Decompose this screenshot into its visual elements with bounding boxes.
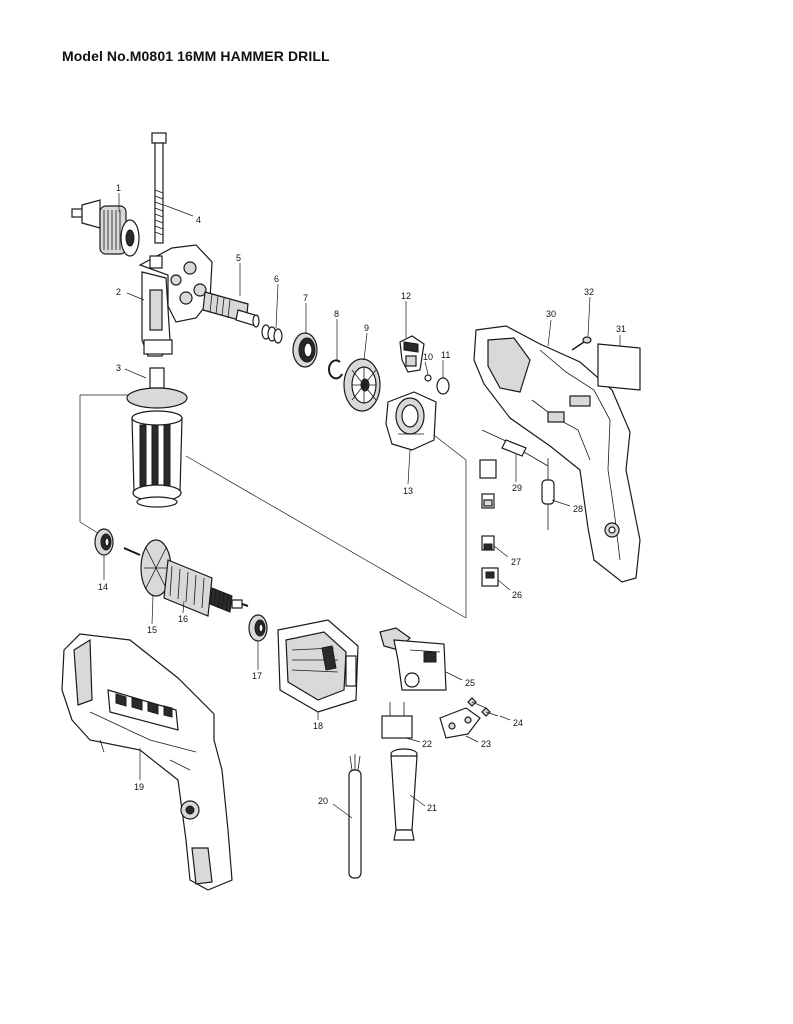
label-31: 31 <box>616 324 626 334</box>
part-2-handle-clamp <box>138 244 213 357</box>
part-17-bearing <box>248 614 268 642</box>
label-30: 30 <box>546 309 556 319</box>
page-title: Model No.M0801 16MM HAMMER DRILL <box>62 48 330 64</box>
label-3: 3 <box>116 363 121 373</box>
part-21-cord-guard <box>390 748 418 841</box>
part-8-retaining-ring <box>328 359 343 380</box>
label-32: 32 <box>584 287 594 297</box>
part-20-cord <box>348 754 362 879</box>
label-21: 21 <box>427 803 437 813</box>
part-31-name-plate <box>597 343 641 391</box>
part-22-noise-suppressor <box>381 702 413 739</box>
part-18-field <box>277 619 359 713</box>
label-26: 26 <box>512 590 522 600</box>
part-7-bearing <box>292 332 318 368</box>
label-6: 6 <box>274 274 279 284</box>
part-4-bolt <box>151 132 167 244</box>
label-18: 18 <box>313 721 323 731</box>
label-8: 8 <box>334 309 339 319</box>
label-29: 29 <box>512 483 522 493</box>
part-12-change-lever <box>399 335 425 373</box>
part-10-steel-ball <box>424 374 432 382</box>
part-24-screws <box>467 697 499 717</box>
part-19-housing-set <box>61 633 233 891</box>
label-9: 9 <box>364 323 369 333</box>
part-13-bearing-box <box>385 391 437 451</box>
label-28: 28 <box>573 504 583 514</box>
label-15: 15 <box>147 625 157 635</box>
part-16-armature <box>123 539 249 617</box>
part-26-brush-holder <box>481 567 499 587</box>
part-25-switch <box>379 627 447 691</box>
label-17: 17 <box>252 671 262 681</box>
label-27: 27 <box>511 557 521 567</box>
part-1-chuck <box>71 199 140 257</box>
label-10: 10 <box>423 352 433 362</box>
label-4: 4 <box>196 215 201 225</box>
part-29-choke-coil <box>481 429 549 467</box>
label-12: 12 <box>401 291 411 301</box>
part-27-carbon-brush <box>481 535 495 551</box>
part-14-bearing <box>94 528 114 556</box>
label-5: 5 <box>236 253 241 263</box>
part-27-carbon-brush-upper <box>479 459 497 509</box>
label-25: 25 <box>465 678 475 688</box>
label-1: 1 <box>116 183 121 193</box>
leader-lines <box>103 193 621 819</box>
part-6-spring <box>261 324 283 344</box>
part-32-screw <box>571 336 592 351</box>
part-9-gear <box>343 358 381 412</box>
part-5-spindle <box>202 291 260 328</box>
label-22: 22 <box>422 739 432 749</box>
part-28-choke-coil <box>541 458 555 530</box>
label-20: 20 <box>318 796 328 806</box>
label-19: 19 <box>134 782 144 792</box>
part-number-labels: 1 2 3 4 5 6 7 8 9 10 11 12 13 14 15 16 1… <box>98 183 626 813</box>
label-14: 14 <box>98 582 108 592</box>
label-2: 2 <box>116 287 121 297</box>
label-16: 16 <box>178 614 188 624</box>
label-11: 11 <box>441 350 450 360</box>
label-23: 23 <box>481 739 491 749</box>
part-11-washer <box>436 377 450 395</box>
part-30-housing-half <box>473 325 641 583</box>
label-13: 13 <box>403 486 413 496</box>
label-7: 7 <box>303 293 308 303</box>
label-24: 24 <box>513 718 523 728</box>
part-23-strain-relief <box>439 707 481 739</box>
part-3-side-grip <box>126 367 188 508</box>
